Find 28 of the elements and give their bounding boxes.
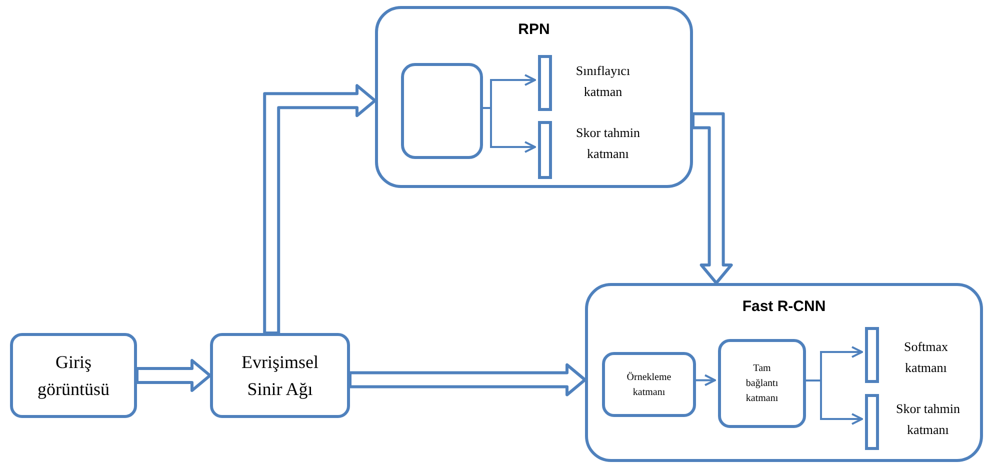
block-arrow: [348, 363, 586, 396]
block-arrow: [692, 112, 733, 284]
process-box: [602, 352, 696, 417]
layer-label: Sınıflayıcı katman: [574, 62, 632, 101]
node-label: Tam bağlantı katmanı: [744, 362, 780, 406]
block-arrow: [263, 84, 376, 334]
process-box: [210, 333, 350, 418]
container-title: RPN: [517, 20, 551, 40]
arrow: [480, 107, 536, 153]
container-box: [585, 283, 983, 462]
process-box: [718, 339, 806, 428]
arrow: [693, 374, 716, 386]
node-label: Örnekleme katmanı: [626, 370, 672, 400]
layer-bar: [865, 394, 879, 450]
block-arrow: [136, 359, 212, 392]
container-box: [375, 6, 693, 188]
layer-label: Softmax katmanı: [902, 338, 950, 377]
layer-bar: [538, 121, 552, 179]
layer-bar: [538, 55, 552, 111]
layer-label: Skor tahmin katmanı: [895, 400, 961, 439]
layer-bar: [865, 327, 879, 383]
node-label: Evrişimsel Sinir Ağı: [240, 350, 320, 401]
node-label: Giriş görüntüsü: [36, 350, 110, 401]
arrow: [803, 380, 863, 425]
process-box: [10, 333, 137, 418]
layer-label: Skor tahmin katmanı: [575, 124, 641, 163]
container-title: Fast R-CNN: [741, 297, 827, 317]
empty-box: [401, 63, 483, 159]
